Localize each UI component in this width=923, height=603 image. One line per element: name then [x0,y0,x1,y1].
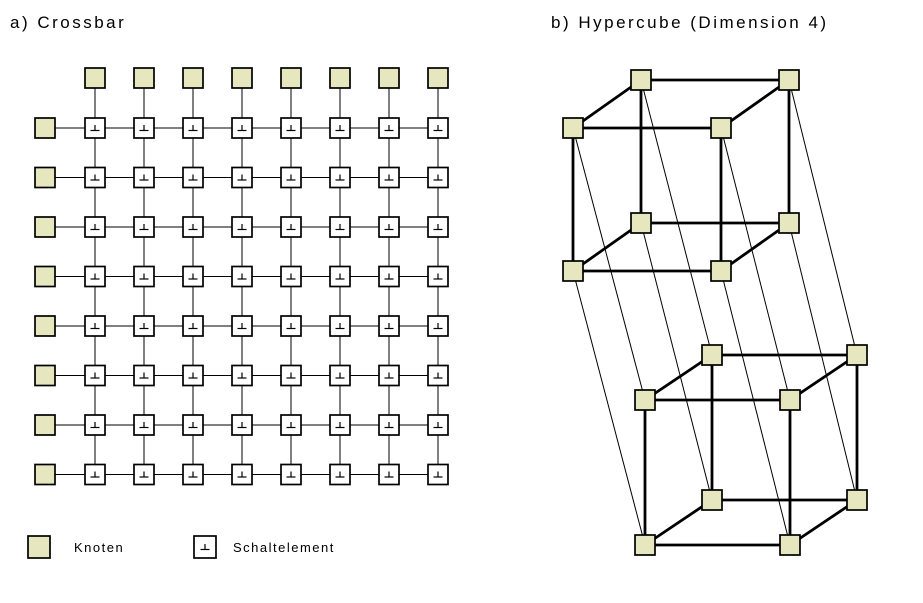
hypercube-node [710,260,732,282]
hypercube-node [562,260,584,282]
hypercube-title: b) Hypercube (Dimension 4) [551,13,829,32]
hypercube-node [779,534,801,556]
hypercube-dimension-edge [640,222,713,501]
crossbar-node [280,67,302,89]
hypercube-dimension-edge [788,79,858,356]
crossbar-node [427,67,449,89]
hypercube-dimension-edge [572,127,646,401]
hypercube-dimension-edge [788,222,858,501]
hypercube-cube-edge [644,353,713,402]
legend-knoten-swatch [27,535,51,559]
hypercube-cube-edge [644,498,713,547]
hypercube-cube-edge [572,221,642,273]
hypercube-dimension-edge [572,270,646,546]
hypercube-node [779,389,801,411]
crossbar-node [231,67,253,89]
hypercube-dimension-edge [640,79,713,356]
crossbar-node [34,463,56,486]
hypercube-node [701,489,723,511]
hypercube-cube-edge [789,498,858,547]
crossbar-node [329,67,351,89]
legend-knoten-label: Knoten [74,540,125,555]
hypercube-node [710,117,732,139]
hypercube-node [701,344,723,366]
hypercube-cube-edge [572,78,642,130]
crossbar-node [133,67,155,89]
hypercube-node [634,389,656,411]
hypercube-cube-edge [720,221,790,273]
hypercube-node [630,69,652,91]
crossbar-node [34,216,56,238]
hypercube-node [778,69,800,91]
hypercube-node [778,212,800,234]
crossbar-node [34,364,56,387]
hypercube-cube-edge [720,78,790,130]
hypercube-node [846,489,868,511]
crossbar-title: a) Crossbar [10,13,127,32]
crossbar-node [378,67,400,89]
crossbar-node [34,117,56,139]
crossbar-node [84,67,106,89]
hypercube-cube-edge [789,353,858,402]
crossbar-node [182,67,204,89]
hypercube-node [562,117,584,139]
crossbar-node [34,315,56,337]
crossbar-node [34,166,56,189]
crossbar-node [34,265,56,288]
hypercube-node [634,534,656,556]
legend-schaltelement-label: Schaltelement [233,540,335,555]
hypercube-node [846,344,868,366]
crossbar-node [34,414,56,436]
hypercube-node [630,212,652,234]
